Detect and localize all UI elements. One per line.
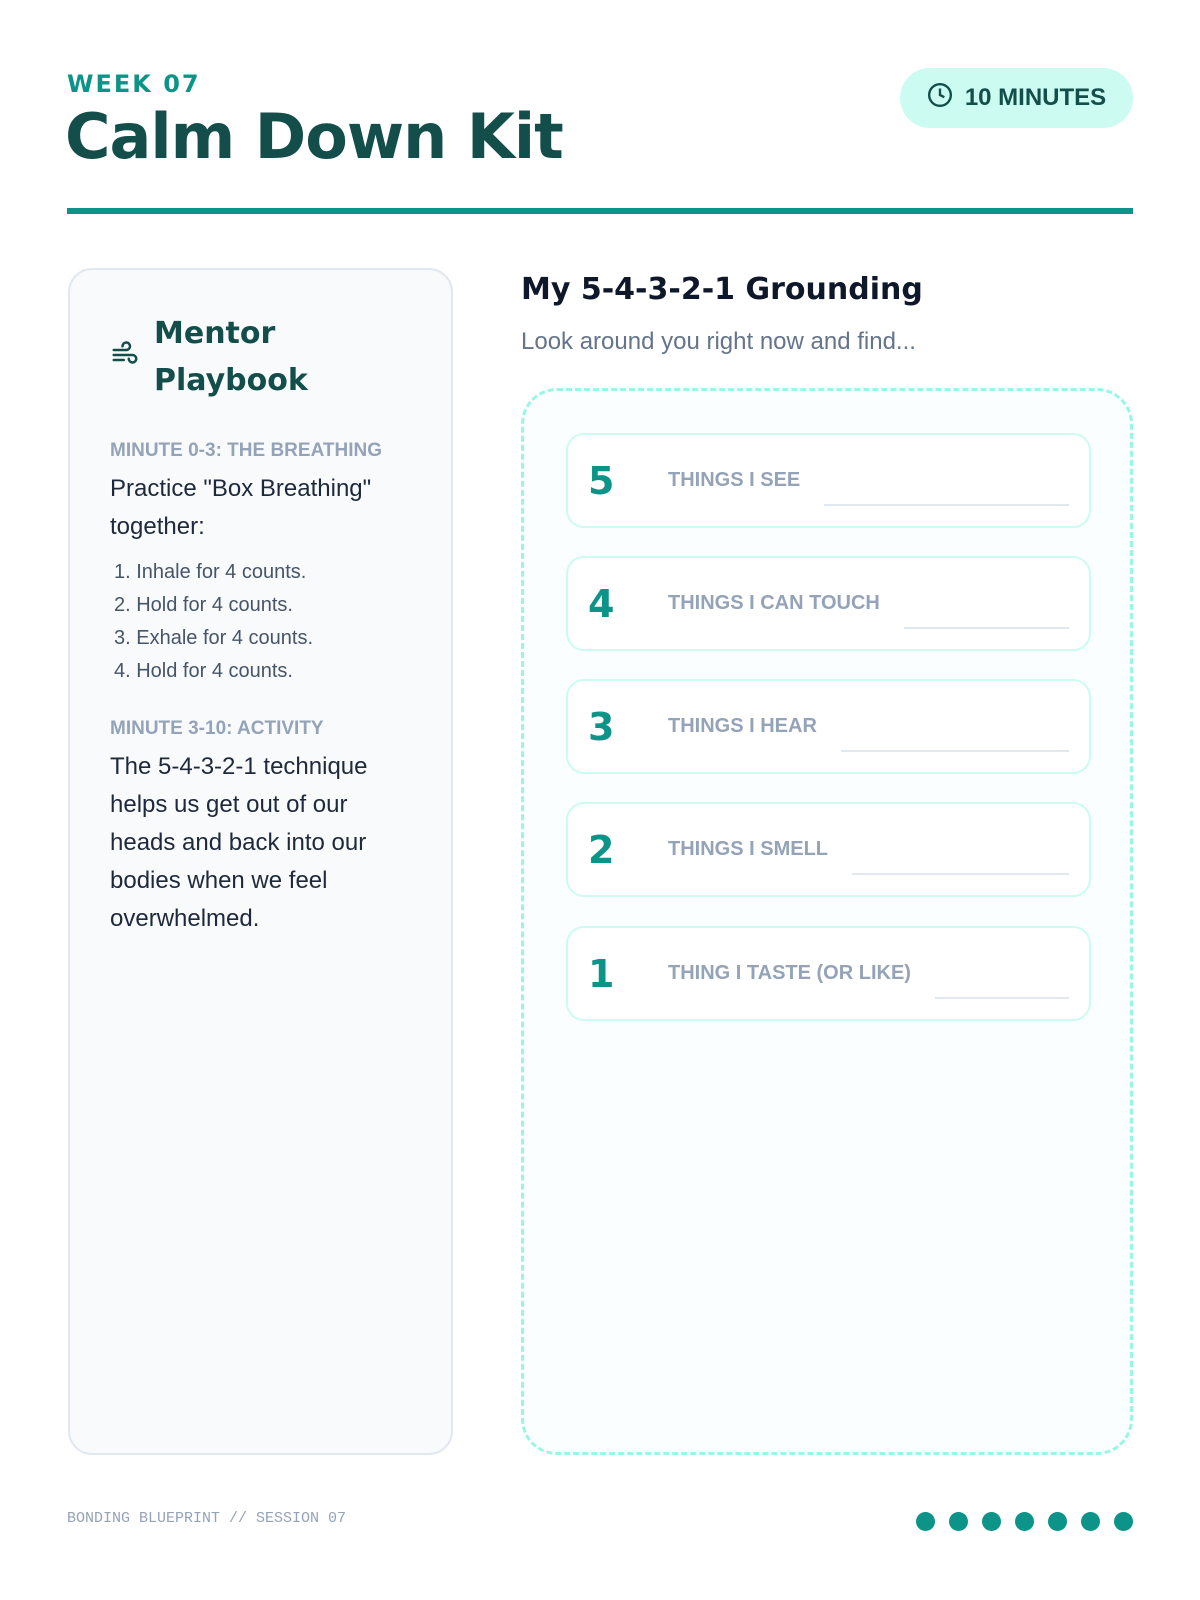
section-label: MINUTE 3-10: ACTIVITY [110,718,324,739]
grounding-item: 1 THING I TASTE (OR LIKE) [566,926,1091,1021]
grounding-item: 3 THINGS I HEAR [566,679,1091,774]
grounding-item: 5 THINGS I SEE [566,433,1091,528]
clock-icon [927,82,953,115]
duration-badge: 10 MINUTES [900,68,1133,128]
section-label: MINUTE 0-3: THE BREATHING [110,440,382,461]
playbook-title-line2: Playbook [154,363,308,398]
answer-line[interactable] [934,997,1069,999]
answer-line[interactable] [903,627,1069,629]
progress-dots [916,1512,1133,1531]
progress-dot [982,1512,1001,1531]
item-label: THINGS I SEE [668,469,801,491]
grounding-item: 4 THINGS I CAN TOUCH [566,556,1091,651]
progress-dot [916,1512,935,1531]
progress-dot [1015,1512,1034,1531]
item-label: THINGS I CAN TOUCH [668,592,880,614]
step-item: 2. Hold for 4 counts. [114,594,293,616]
duration-text: 10 MINUTES [964,84,1107,111]
item-number: 2 [588,827,615,872]
footer-text: BONDING BLUEPRINT // SESSION 07 [67,1510,347,1527]
item-number: 3 [588,704,615,749]
breathing-steps: 1. Inhale for 4 counts. 2. Hold for 4 co… [114,556,411,688]
item-label: THING I TASTE (OR LIKE) [668,962,911,984]
section-text: Practice "Box Breathing" together: [110,475,372,540]
section-text: The 5-4-3-2-1 technique helps us get out… [110,753,368,932]
item-number: 4 [588,581,615,626]
answer-line[interactable] [824,504,1069,506]
grounding-item: 2 THINGS I SMELL [566,802,1091,897]
step-item: 1. Inhale for 4 counts. [114,561,307,583]
progress-dot [1081,1512,1100,1531]
item-number: 5 [588,458,615,503]
item-label: THINGS I HEAR [668,715,817,737]
progress-dot [1048,1512,1067,1531]
answer-line[interactable] [852,873,1069,875]
wind-icon [110,340,140,375]
week-label: WEEK 07 [67,70,201,98]
grounding-subtitle: Look around you right now and find... [521,328,916,355]
item-label: THINGS I SMELL [668,838,828,860]
progress-dot [1114,1512,1133,1531]
step-item: 4. Hold for 4 counts. [114,660,293,682]
header-divider [67,208,1133,214]
answer-line[interactable] [840,750,1069,752]
grounding-title: My 5-4-3-2-1 Grounding [521,272,923,307]
step-item: 3. Exhale for 4 counts. [114,627,314,649]
progress-dot [949,1512,968,1531]
playbook-title-line1: Mentor [154,316,276,351]
page-title: Calm Down Kit [65,100,564,173]
item-number: 1 [588,951,615,996]
